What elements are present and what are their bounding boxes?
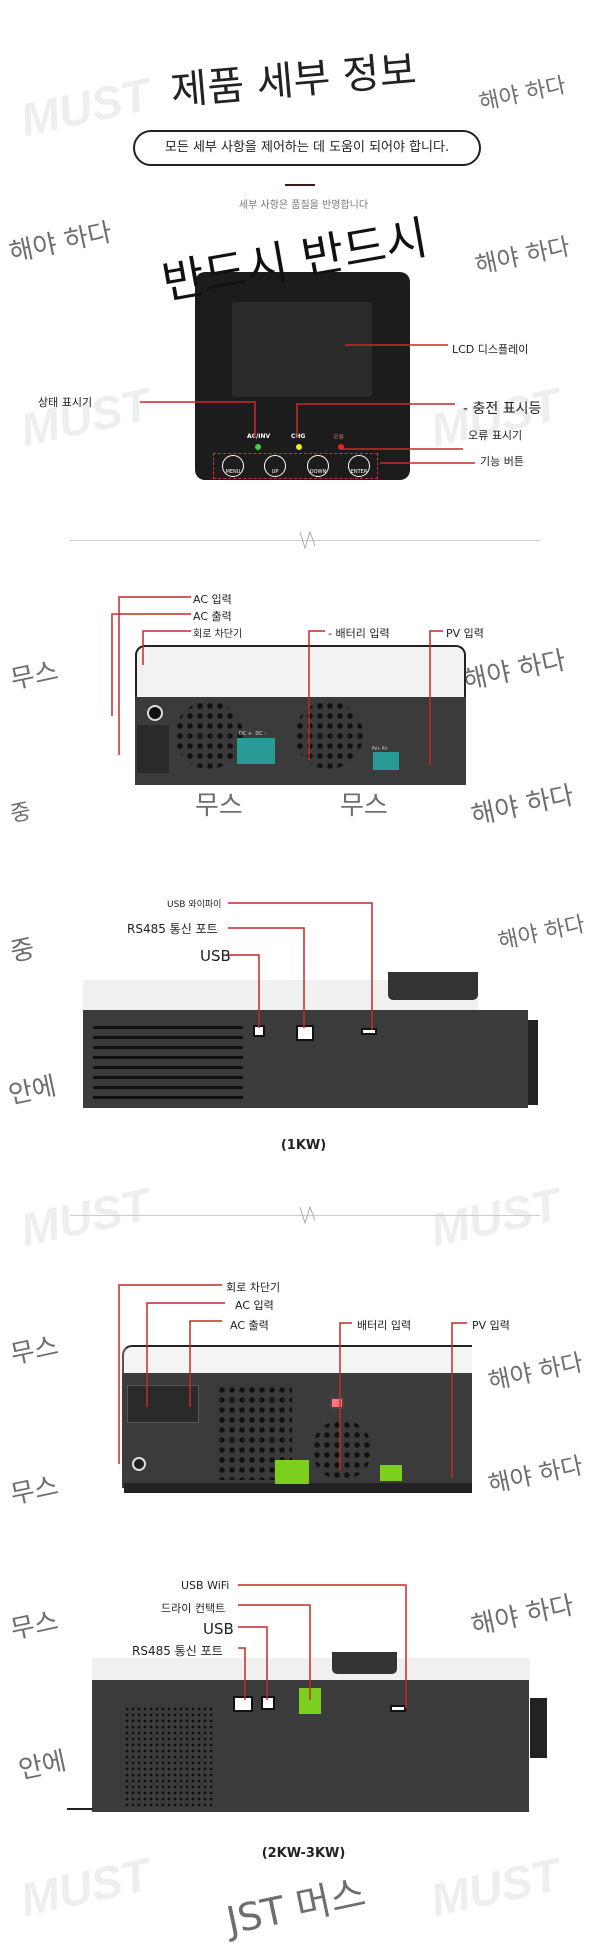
text-watermark: JST 머스 (222, 1870, 370, 1944)
label-breaker: 회로 차단기 (226, 1281, 281, 1294)
breaker-button[interactable] (147, 705, 163, 721)
usb-port (261, 1696, 275, 1710)
caption-1kw: (1KW) (280, 1138, 327, 1153)
enter-button[interactable]: ENTER (348, 455, 370, 477)
label-status: 상태 표시기 (38, 396, 93, 409)
pv-neg-label: PV- (381, 746, 389, 751)
label-usb: USB (200, 947, 231, 965)
subtitle: 세부 사항은 품질을 반영합니다 (238, 200, 369, 211)
control-panel: AC/INV CHG 오류 MENU UP DOWN ENTER (195, 272, 410, 480)
fan-grille (175, 701, 243, 769)
text-watermark: 안에 (15, 1746, 69, 1786)
pv-terminal (373, 752, 399, 770)
rs485-port (296, 1025, 314, 1041)
label-pv-input: PV 입력 (446, 627, 484, 640)
caption-2kw-3kw: (2KW-3KW) (261, 1846, 346, 1861)
text-watermark: 해야 하다 (485, 1451, 586, 1499)
power-switch[interactable] (330, 1397, 344, 1409)
text-watermark: 무스 (7, 1606, 61, 1646)
label-dry-contact: 드라이 컨택트 (161, 1602, 226, 1615)
text-watermark: 해야 하다 (476, 73, 569, 116)
text-watermark: 해야 하다 (460, 645, 569, 697)
lcd-display (232, 302, 372, 397)
pv-pos-label: PV+ (372, 746, 381, 751)
battery-terminal (237, 738, 275, 764)
label-usb-wifi: USB WiFi (181, 1579, 230, 1592)
text-watermark: 무스 (340, 791, 388, 821)
battery-terminal (275, 1460, 309, 1484)
label-charge: - 충전 표시등 (463, 401, 542, 417)
label-battery-input: 배터리 입력 (357, 1319, 412, 1332)
text-watermark: 해야 하다 (485, 1348, 586, 1396)
text-watermark: 해야 하다 (495, 912, 588, 955)
label-battery-input: - 배터리 입력 (328, 627, 390, 640)
dc-pos-label: DC + (239, 731, 253, 737)
intro-pill: 모든 세부 사항을 제어하는 데 도움이 되어야 합니다. (133, 130, 481, 166)
label-lcd: LCD 디스플레이 (452, 343, 529, 356)
text-watermark: 중 (8, 799, 34, 828)
fan-grille (312, 1420, 372, 1480)
yellow-led-icon (296, 444, 302, 450)
label-breaker: 회로 차단기 (193, 629, 243, 640)
brand-watermark: MUST (426, 1178, 565, 1256)
label-ac-input: AC 입력 (235, 1299, 274, 1312)
rs485-port (233, 1696, 253, 1712)
usb-wifi-port (390, 1705, 406, 1712)
inverter-front-3kw (122, 1345, 472, 1500)
red-led-icon (338, 444, 344, 450)
led-label-acinv: AC/INV (247, 433, 271, 440)
inverter-front-1kw: DC + DC - PV+ PV- (135, 645, 466, 785)
text-watermark: 무스 (195, 791, 243, 821)
text-watermark: 무스 (7, 1331, 61, 1371)
function-buttons-group (213, 453, 378, 479)
pv-terminal (380, 1465, 402, 1481)
side-bracket (530, 1698, 547, 1758)
label-function: 기능 버튼 (480, 455, 524, 468)
text-watermark: 안에 (5, 1071, 59, 1111)
breaker-button[interactable] (132, 1457, 146, 1471)
usb-port (253, 1025, 265, 1037)
page-title: 제품 세부 정보 (168, 47, 419, 115)
ac-terminal-block (127, 1385, 199, 1423)
label-usb: USB (203, 1620, 234, 1638)
led-label-chg: CHG (291, 433, 306, 440)
text-watermark: 해야 하다 (6, 217, 115, 269)
terminal-block (528, 1020, 538, 1105)
brand-watermark: MUST (16, 68, 155, 146)
section-divider (70, 540, 540, 541)
label-rs485: RS485 통신 포트 (132, 1644, 223, 1658)
label-fault: 오류 표시기 (468, 429, 523, 442)
green-led-icon (255, 444, 261, 450)
text-watermark: 해야 하다 (472, 232, 573, 280)
brand-watermark: MUST (16, 378, 155, 456)
text-watermark: 무스 (7, 656, 61, 696)
label-ac-input: AC 입력 (193, 593, 232, 606)
label-pv-input: PV 입력 (472, 1319, 510, 1332)
label-rs485: RS485 통신 포트 (127, 922, 218, 936)
label-ac-output: AC 출력 (230, 1319, 269, 1332)
usb-wifi-port (361, 1028, 377, 1035)
menu-button[interactable]: MENU (222, 455, 244, 477)
text-watermark: 해야 하다 (468, 780, 577, 832)
ac-terminal-cover (137, 725, 169, 773)
led-label-fault: 오류 (333, 434, 345, 441)
inverter-side-3kw (67, 1652, 547, 1828)
vent-slots (93, 1022, 243, 1102)
text-watermark: 해야 하다 (468, 1590, 577, 1642)
section-divider (70, 1215, 540, 1216)
text-watermark: 무스 (7, 1471, 61, 1511)
label-ac-output: AC 출력 (193, 610, 232, 623)
fan-grille (295, 701, 363, 769)
vent-holes (124, 1706, 214, 1806)
up-button[interactable]: UP (264, 455, 286, 477)
down-button[interactable]: DOWN (307, 455, 329, 477)
label-usb-wifi: USB 와이파이 (167, 900, 222, 910)
dry-contact-terminal (299, 1688, 321, 1714)
brand-watermark: MUST (16, 1178, 155, 1256)
inverter-side-1kw (58, 972, 538, 1118)
text-watermark: 중 (7, 933, 38, 969)
title-dash (285, 184, 315, 186)
dc-neg-label: DC - (255, 731, 267, 737)
